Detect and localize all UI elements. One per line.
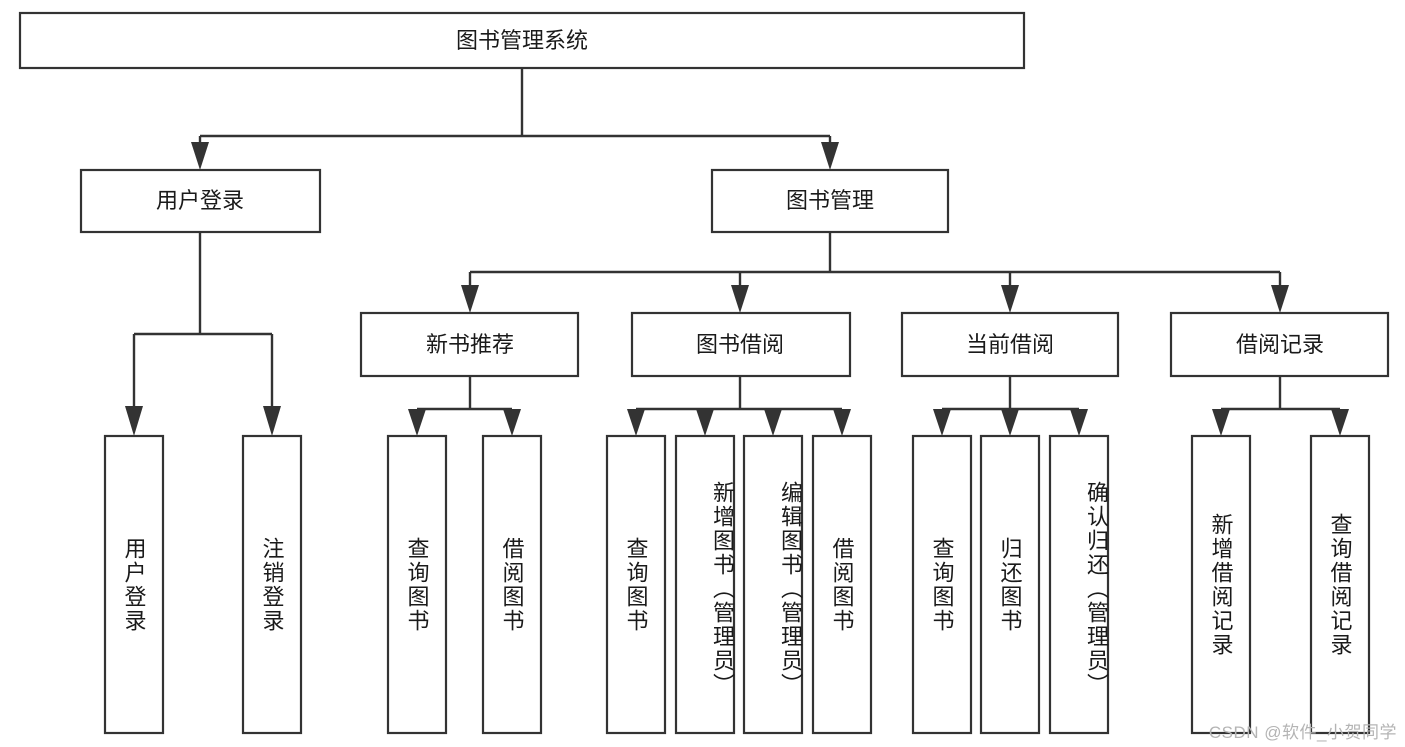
node-leaf-user-login-box[interactable] <box>103 434 165 735</box>
node-leaf-edit-book-box[interactable] <box>742 434 804 735</box>
arrow-head-leaf-query-book-3 <box>933 409 951 436</box>
node-leaf-confirm-return-box[interactable] <box>1048 434 1110 735</box>
connector-group-new-book-recommend <box>408 376 521 436</box>
node-book-borrow-label: 图书借阅 <box>696 332 784 357</box>
node-root-box[interactable] <box>18 11 1026 70</box>
connector-group-root <box>191 68 839 170</box>
arrow-head-leaf-add-record <box>1212 409 1230 436</box>
connector-group-user-login <box>125 232 281 436</box>
arrow-head-leaf-query-book-2 <box>627 409 645 436</box>
node-root[interactable]: 图书管理系统 <box>18 11 1026 70</box>
node-new-book-recommend-label: 新书推荐 <box>426 332 514 357</box>
node-leaf-query-record-box[interactable] <box>1309 434 1371 735</box>
arrow-head-leaf-query-record <box>1331 409 1349 436</box>
node-leaf-user-logout-box[interactable] <box>241 434 303 735</box>
node-user-login-box[interactable] <box>79 168 322 234</box>
node-book-manage-box[interactable] <box>710 168 950 234</box>
arrow-head-borrow-record <box>1271 285 1289 313</box>
node-book-borrow[interactable]: 图书借阅 <box>630 311 852 378</box>
node-leaf-borrow-book-2-box[interactable] <box>811 434 873 735</box>
node-root-label: 图书管理系统 <box>456 28 588 53</box>
arrow-head-leaf-edit-book <box>764 409 782 436</box>
node-leaf-add-record-box[interactable] <box>1190 434 1252 735</box>
node-new-book-recommend-box[interactable] <box>359 311 580 378</box>
node-leaf-query-book-3-box[interactable] <box>911 434 973 735</box>
node-book-manage-label: 图书管理 <box>786 188 874 213</box>
arrow-head-leaf-borrow-book-2 <box>833 409 851 436</box>
arrow-head-leaf-user-logout <box>263 406 281 436</box>
node-leaf-borrow-book-1-box[interactable] <box>481 434 543 735</box>
node-user-login-label: 用户登录 <box>156 188 244 213</box>
node-current-borrow-box[interactable] <box>900 311 1120 378</box>
connector-group-current-borrow <box>933 376 1088 436</box>
node-leaf-query-book-2-box[interactable] <box>605 434 667 735</box>
node-leaf-query-book-1-box[interactable] <box>386 434 448 735</box>
connector-group-book-borrow <box>627 376 851 436</box>
csdn-watermark: CSDN @软件_小贺同学 <box>1208 723 1397 742</box>
node-leaf-add-book-box[interactable] <box>674 434 736 735</box>
arrow-head-leaf-add-book <box>696 409 714 436</box>
node-current-borrow[interactable]: 当前借阅 <box>900 311 1120 378</box>
connector-group-borrow-record <box>1212 376 1349 436</box>
node-leaf-return-book-box[interactable] <box>979 434 1041 735</box>
arrow-head-leaf-borrow-book-1 <box>503 409 521 436</box>
arrow-head-current-borrow <box>1001 285 1019 313</box>
node-current-borrow-label: 当前借阅 <box>966 332 1054 357</box>
node-book-manage[interactable]: 图书管理 <box>710 168 950 234</box>
arrow-head-new-book-recommend <box>461 285 479 313</box>
arrow-head-book-borrow <box>731 285 749 313</box>
node-new-book-recommend[interactable]: 新书推荐 <box>359 311 580 378</box>
node-book-borrow-box[interactable] <box>630 311 852 378</box>
connector-group-book-manage <box>461 232 1289 313</box>
arrow-head-leaf-query-book-1 <box>408 409 426 436</box>
node-user-login[interactable]: 用户登录 <box>79 168 322 234</box>
arrow-head-book-manage <box>821 142 839 170</box>
arrow-head-leaf-user-login <box>125 406 143 436</box>
arrow-head-user-login <box>191 142 209 170</box>
node-borrow-record-box[interactable] <box>1169 311 1390 378</box>
node-borrow-record[interactable]: 借阅记录 <box>1169 311 1390 378</box>
arrow-head-leaf-return-book <box>1001 409 1019 436</box>
node-borrow-record-label: 借阅记录 <box>1236 332 1324 357</box>
arrow-head-leaf-confirm-return <box>1070 409 1088 436</box>
